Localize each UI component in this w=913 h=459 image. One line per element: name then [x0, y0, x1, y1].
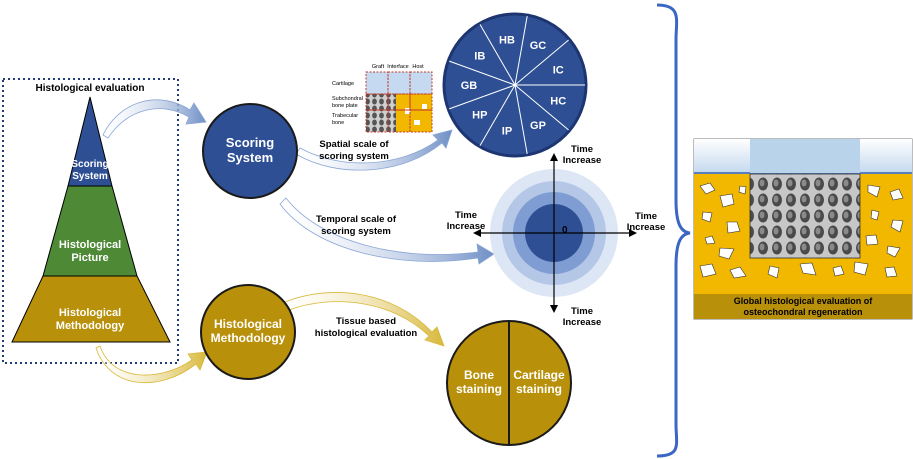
spatial-label-line2: scoring system — [319, 151, 389, 162]
osteochondral-illustration: Global histological evaluation of osteoc… — [693, 138, 913, 320]
zone-wheel-spokes — [449, 16, 585, 154]
grid-row-trabecular-1: Trabecular — [332, 113, 358, 119]
grid-row-cartilage: Cartilage — [332, 81, 354, 87]
tissue-label-line1: Tissue based — [336, 316, 396, 327]
spatial-grid: Graft Interface Host Cartilage Subchondr… — [332, 64, 433, 133]
zone-wheel-labels: HB GC IC HC GP IP HP GB IB — [461, 35, 566, 138]
pyramid-top-line1: Scoring — [71, 159, 108, 170]
bone-staining-line2: staining — [456, 382, 502, 396]
zone-spoke — [514, 84, 569, 131]
temporal-label-line1: Temporal scale of — [316, 214, 397, 225]
grid-row-trabecular-2: bone — [332, 120, 344, 126]
arrow-tissue-evaluation — [284, 292, 445, 347]
global-eval-line1: Global histological evaluation of — [734, 296, 874, 306]
zone-label-ib: IB — [474, 50, 485, 62]
pyramid-bottom-methodology — [11, 275, 171, 343]
pyramid-middle-line2: Picture — [71, 252, 108, 264]
pyramid-bottom-line1: Histological — [59, 307, 121, 319]
arrow-spatial-scale — [295, 129, 453, 171]
time-bottom-line1: Time — [571, 306, 593, 317]
time-top-line2: Increase — [563, 155, 602, 166]
zone-label-gb: GB — [461, 80, 478, 92]
zone-spoke — [449, 60, 516, 86]
grid-row-subchondral-1: Subchondral — [332, 96, 363, 102]
scoring-system-line1: Scoring — [226, 135, 274, 150]
methodology-line2: Methodology — [211, 331, 286, 345]
pyramid-bottom-line2: Methodology — [56, 320, 125, 332]
time-top-line1: Time — [571, 144, 593, 155]
time-bottom-line2: Increase — [563, 317, 602, 328]
zone-spoke — [479, 24, 516, 86]
zone-spoke — [514, 16, 528, 86]
zone-spoke — [449, 84, 516, 110]
scoring-system-line2: System — [227, 150, 273, 165]
methodology-circle — [200, 284, 296, 380]
bone-staining-line1: Bone — [464, 368, 494, 382]
arrow-pyramid-to-methodology — [95, 345, 208, 384]
cartilage-staining-line2: staining — [516, 382, 562, 396]
arrow-temporal-scale — [279, 197, 495, 265]
pyramid-middle-line1: Histological — [59, 239, 121, 251]
grouping-brace — [656, 3, 691, 458]
bone-pores — [699, 182, 904, 279]
zone-label-hp: HP — [472, 110, 487, 122]
grid-cartilage-band — [366, 72, 432, 94]
time-right-line2: Increase — [627, 222, 666, 233]
global-eval-caption-band — [694, 294, 912, 319]
time-right-line1: Time — [635, 211, 657, 222]
tissue-label-line2: histological evaluation — [315, 328, 418, 339]
zone-spoke — [514, 39, 569, 86]
spatial-label-line1: Spatial scale of — [319, 139, 389, 150]
scaffold-graft — [749, 173, 861, 259]
zone-label-gc: GC — [530, 40, 547, 52]
zone-label-gp: GP — [530, 120, 546, 132]
scoring-system-circle — [202, 103, 298, 199]
cartilage-staining-line1: Cartilage — [513, 368, 565, 382]
zone-label-hb: HB — [499, 35, 515, 47]
methodology-line1: Histological — [214, 317, 282, 331]
grid-col-graft: Graft — [372, 64, 385, 70]
graft-cartilage — [750, 139, 860, 173]
pyramid-top-line2: System — [72, 171, 108, 182]
grid-scaffold — [366, 94, 396, 132]
time-axes — [478, 158, 632, 308]
zone-label-hc: HC — [550, 96, 566, 108]
grid-col-host: Host — [412, 64, 424, 70]
global-eval-line2: osteochondral regeneration — [743, 307, 862, 317]
zone-label-ip: IP — [502, 125, 512, 137]
temporal-label-line2: scoring system — [321, 226, 391, 237]
zone-spoke — [514, 84, 528, 154]
zone-label-ic: IC — [553, 64, 564, 76]
arrow-pyramid-to-scoring — [102, 99, 207, 139]
grid-col-interface: Interface — [387, 64, 408, 70]
grid-row-subchondral-2: bone plate — [332, 103, 358, 109]
histological-evaluation-title: Histological evaluation — [36, 83, 145, 94]
time-left-line2: Increase — [447, 221, 486, 232]
histological-evaluation-frame — [2, 78, 179, 364]
time-left-line1: Time — [455, 210, 477, 221]
zone-spoke — [479, 84, 516, 146]
time-origin-label: 0 — [562, 225, 568, 236]
